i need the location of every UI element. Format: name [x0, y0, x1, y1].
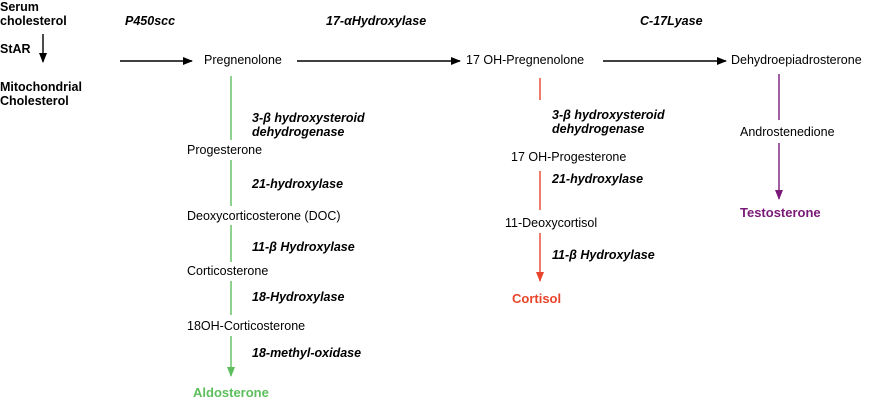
star-label: StAR [0, 42, 31, 56]
mitochondrial-cholesterol-label: Mitochondrial Cholesterol [0, 80, 82, 109]
product-cortisol: Cortisol [512, 291, 562, 306]
compound-corticosterone: Corticosterone [187, 264, 269, 278]
enzyme-17-alpha-hydroxylase: 17-αHydroxylase [326, 14, 427, 28]
compound-17oh-pregnenolone: 17 OH-Pregnenolone [466, 53, 585, 67]
compound-doc: Deoxycorticosterone (DOC) [187, 209, 341, 223]
compound-17oh-progesterone: 17 OH-Progesterone [511, 150, 627, 164]
compound-18oh-corticosterone: 18OH-Corticosterone [187, 319, 306, 333]
enzyme-c17-lyase: C-17Lyase [640, 14, 703, 28]
serum-cholesterol-label: Serum cholesterol [0, 0, 67, 29]
compound-progesterone: Progesterone [187, 143, 263, 157]
enzyme-11-beta-hydroxylase-left: 11-β Hydroxylase [252, 240, 355, 254]
enzyme-18-methyl-oxidase: 18-methyl-oxidase [252, 346, 362, 360]
enzyme-21-hydroxylase-mid: 21-hydroxylase [552, 172, 644, 186]
enzyme-3-beta-hsd-left: 3-β hydroxysteroid dehydrogenase [252, 111, 365, 140]
compound-11-deoxycortisol: 11-Deoxycortisol [505, 216, 598, 230]
compound-dhea: Dehydroepiadrosterone [731, 53, 862, 67]
product-testosterone: Testosterone [740, 205, 821, 220]
compound-androstenedione: Androstenedione [740, 125, 835, 139]
enzyme-11-beta-hydroxylase-mid: 11-β Hydroxylase [552, 248, 655, 262]
compound-pregnenolone: Pregnenolone [204, 53, 282, 67]
product-aldosterone: Aldosterone [193, 385, 269, 400]
enzyme-18-hydroxylase: 18-Hydroxylase [252, 290, 345, 304]
enzyme-21-hydroxylase-left: 21-hydroxylase [252, 177, 344, 191]
enzyme-3-beta-hsd-mid: 3-β hydroxysteroid dehydrogenase [552, 108, 665, 137]
enzyme-p450scc: P450scc [125, 14, 176, 28]
